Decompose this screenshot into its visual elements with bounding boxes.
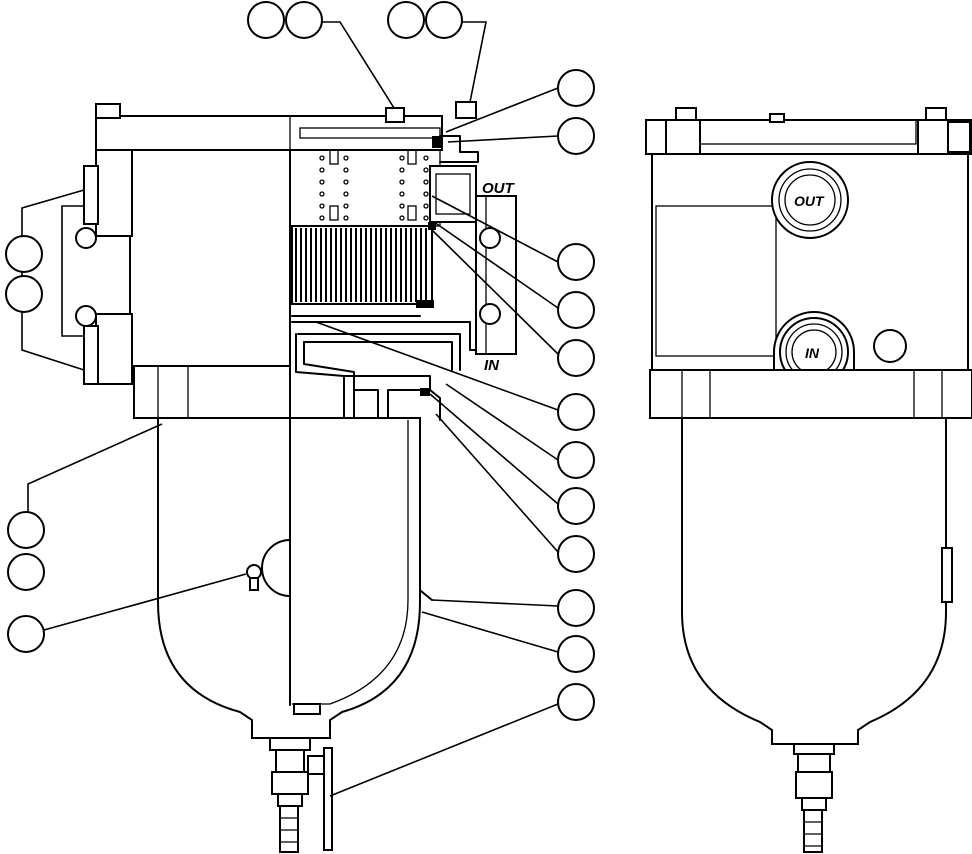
exterior-out-port: [771, 161, 849, 239]
callout-balloon: [557, 487, 595, 525]
cutaway-plug-upper: [75, 227, 97, 249]
cutaway-lower-port: [95, 313, 133, 385]
callout-balloon: [557, 69, 595, 107]
exterior-drain-nozzle: [803, 809, 823, 853]
cutaway-housing-body: [129, 149, 291, 367]
cutaway-drain-port-circle: [260, 538, 291, 598]
cutaway-in-label: IN: [484, 357, 500, 374]
callout-balloon: [387, 1, 425, 39]
cutaway-drain-nozzle: [279, 805, 299, 853]
callout-balloon: [557, 589, 595, 627]
exterior-in-label: IN: [805, 345, 820, 361]
cutaway-bowl-screw: [246, 564, 262, 580]
callout-balloon: [7, 615, 45, 653]
cutaway-view: OUT IN: [21, 101, 517, 853]
callout-balloon: [557, 117, 595, 155]
filter-perforations: [319, 149, 429, 221]
callout-balloon: [5, 275, 43, 313]
cutaway-upper-port-nut: [83, 165, 99, 225]
cutaway-left-bolt-head: [95, 103, 121, 119]
cutaway-cap-bolt-1: [385, 107, 405, 123]
exterior-bowl: [681, 417, 947, 745]
callout-balloon: [247, 1, 285, 39]
cutaway-plug-lower: [75, 305, 97, 327]
callout-balloon: [557, 243, 595, 281]
callout-balloon: [7, 553, 45, 591]
exterior-view: OUT IN: [645, 107, 972, 853]
leader-lines: [27, 21, 559, 797]
cutaway-top-cap: [95, 115, 443, 151]
cutaway-drain-handle: [323, 747, 333, 851]
exterior-out-label: OUT: [794, 193, 825, 209]
callout-balloons: [5, 1, 595, 721]
callout-balloon: [557, 535, 595, 573]
callout-balloon: [285, 1, 323, 39]
exterior-plug: [873, 329, 907, 363]
cutaway-drain-nut: [269, 737, 311, 751]
callout-balloon: [557, 291, 595, 329]
callout-balloon: [557, 683, 595, 721]
callout-balloon: [557, 441, 595, 479]
callout-balloon: [557, 339, 595, 377]
callout-balloon: [7, 511, 45, 549]
cutaway-cap-bolt-2: [455, 101, 477, 119]
callout-balloon: [5, 235, 43, 273]
exterior-flange: [649, 369, 972, 419]
callout-balloon: [425, 1, 463, 39]
exterior-drain-nut: [793, 743, 835, 755]
cutaway-upper-port: [95, 149, 133, 237]
cutaway-lower-port-nut: [83, 325, 99, 385]
callout-balloon: [557, 635, 595, 673]
pleats: [295, 228, 427, 302]
cutaway-out-label: OUT: [482, 180, 516, 197]
callout-balloon: [557, 393, 595, 431]
